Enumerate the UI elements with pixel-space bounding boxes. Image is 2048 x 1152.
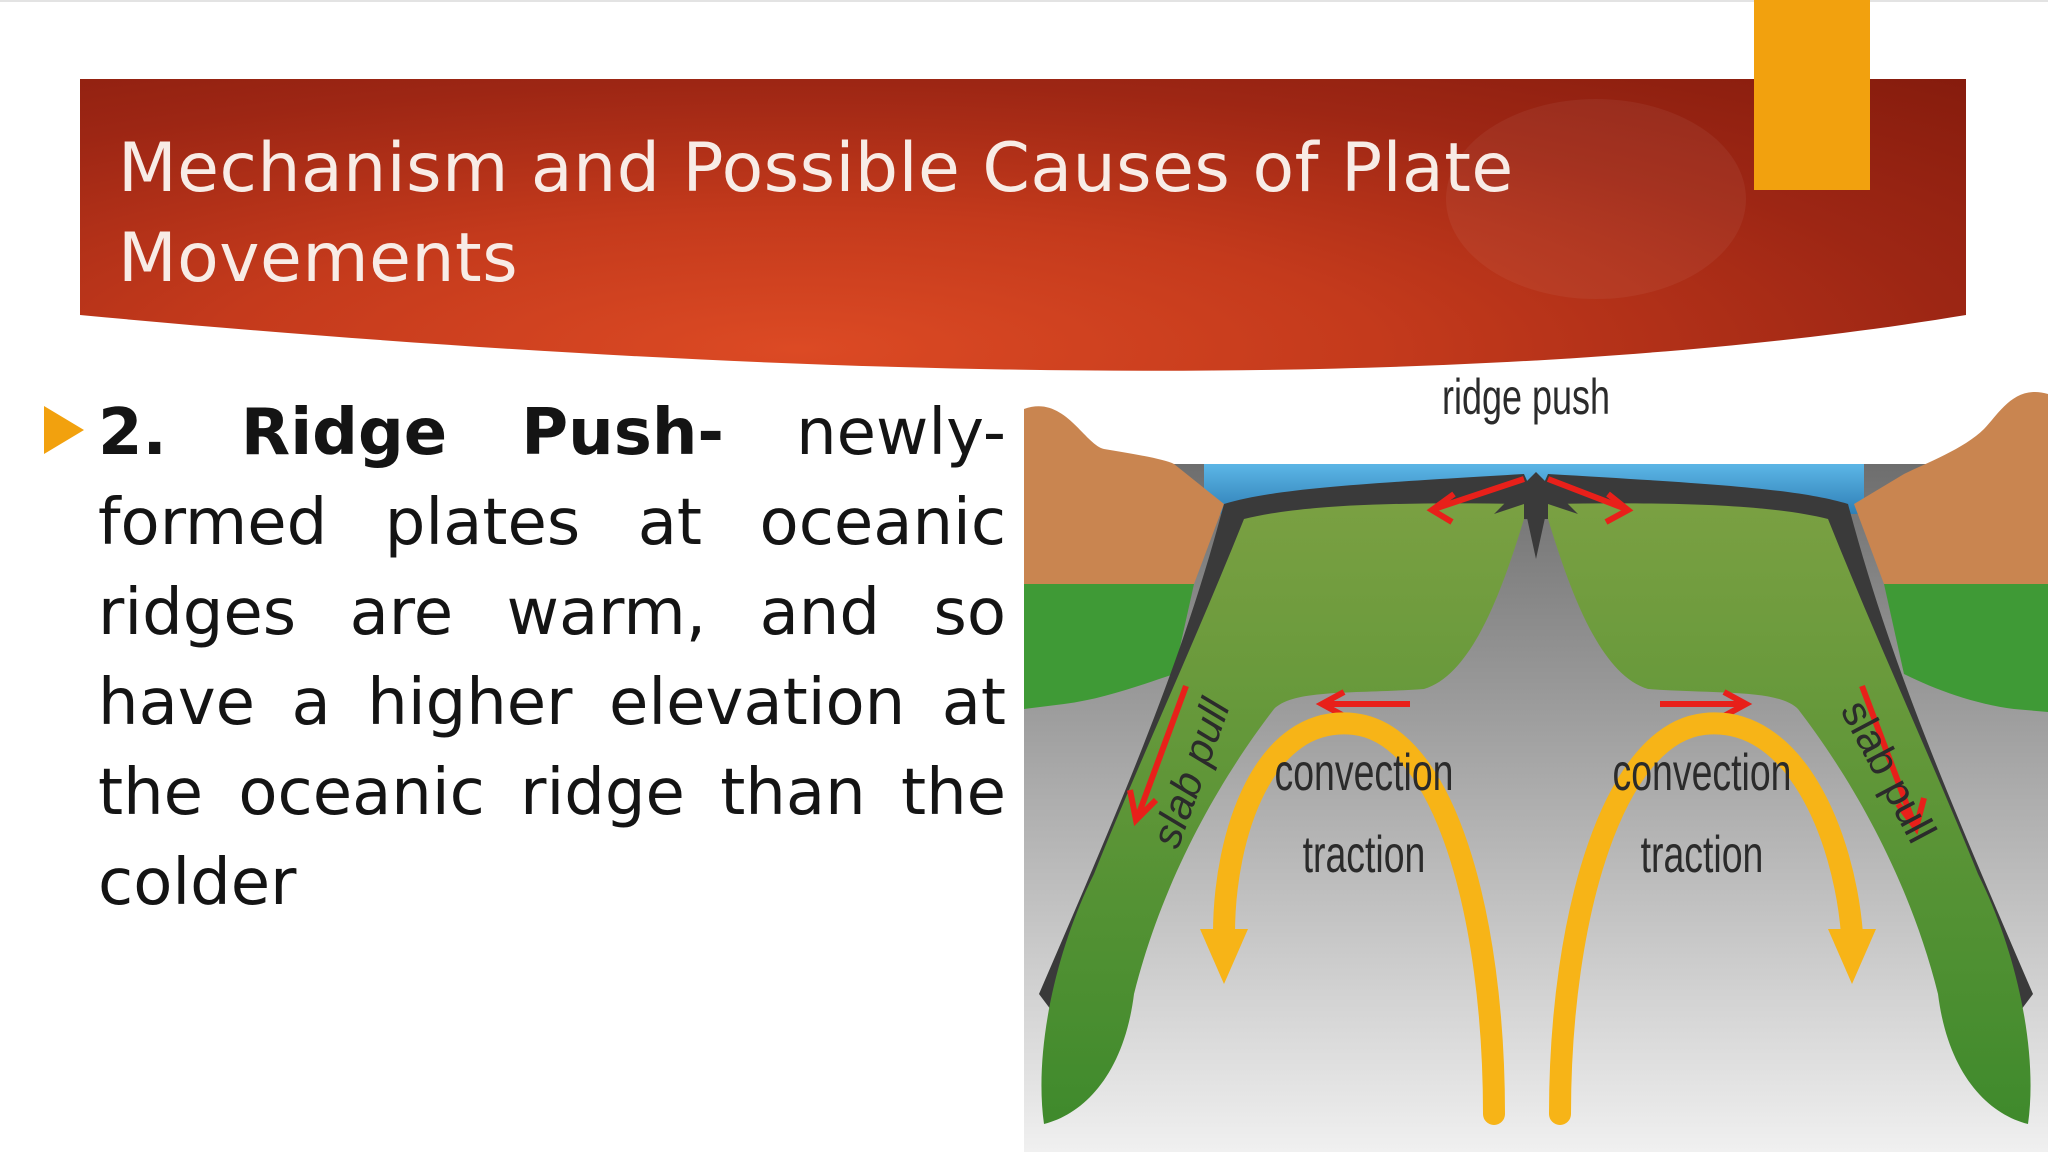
- right-continent: [1854, 392, 2048, 584]
- slide-title: Mechanism and Possible Causes of Plate M…: [118, 129, 1514, 298]
- bullet-heading: 2. Ridge Push-: [98, 396, 724, 470]
- left-plate: [1041, 503, 1524, 1124]
- label-convection-left: convection: [1275, 743, 1454, 802]
- ridge-push-arrow-left: [1426, 476, 1525, 525]
- bullet-text: 2. Ridge Push- newly-formed plates at oc…: [98, 388, 1006, 928]
- plate-tectonics-diagram: ridge push slab pull slab pull convectio…: [1024, 370, 2048, 1152]
- ridge-peak: [1494, 472, 1578, 559]
- left-continent-green: [1024, 584, 1194, 709]
- title-banner: [80, 79, 1966, 379]
- bullet-body: newly-formed plates at oceanic ridges ar…: [98, 396, 1007, 920]
- slab-pull-arrow-right: [1859, 684, 1927, 835]
- traction-arrow-left: [1315, 689, 1410, 719]
- ridge-push-arrow-right: [1546, 476, 1634, 525]
- label-convection-right: convection: [1613, 743, 1792, 802]
- slab-pull-arrow-left: [1127, 684, 1189, 827]
- label-traction-right: traction: [1641, 825, 1764, 884]
- right-plate: [1548, 503, 2031, 1124]
- left-continent: [1024, 406, 1224, 584]
- accent-tab: [1754, 0, 1870, 190]
- convection-arrow-left: [1200, 712, 1505, 1125]
- label-traction-left: traction: [1303, 825, 1426, 884]
- top-rule: [0, 0, 2048, 2]
- bullet-arrow-icon: [44, 406, 84, 454]
- traction-arrow-right: [1660, 689, 1753, 719]
- right-continent-green: [1884, 584, 2048, 712]
- label-ridge-push: ridge push: [1442, 370, 1610, 425]
- convection-arrow-right: [1549, 712, 1876, 1125]
